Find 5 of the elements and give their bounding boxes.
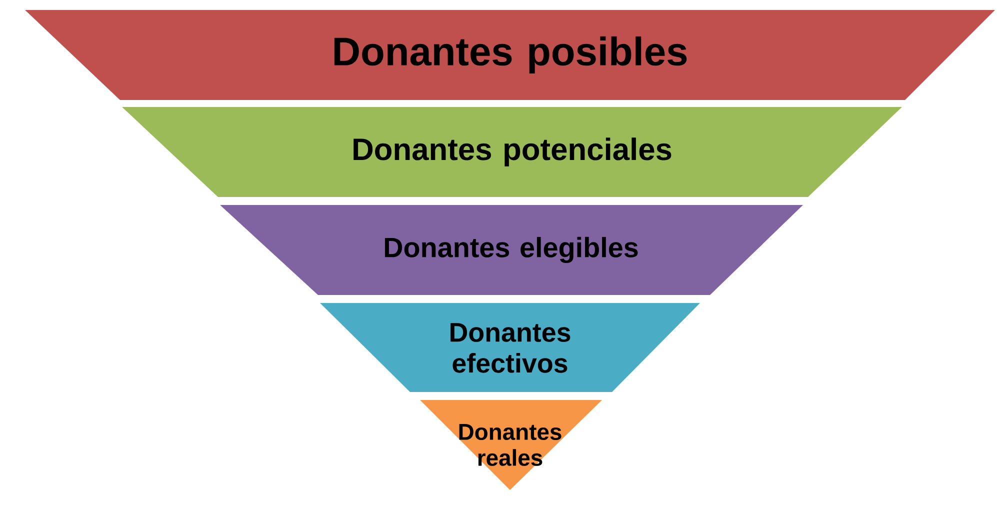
funnel-band: Donantes efectivos [320,302,700,392]
funnel-band: Donantes elegibles [220,204,803,295]
funnel-band: Donantes reales [420,400,602,490]
funnel-band: Donantes potenciales [122,106,902,197]
funnel-band: Donantes posibles [25,10,995,100]
